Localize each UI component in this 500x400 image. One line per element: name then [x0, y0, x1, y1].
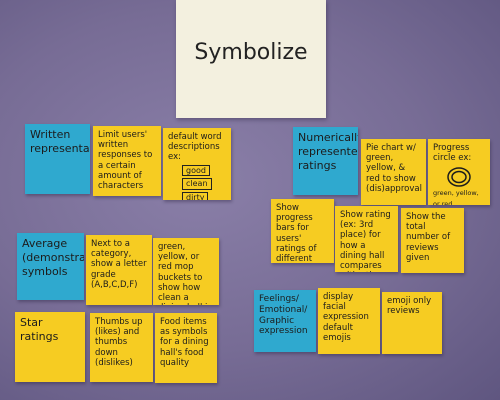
- note-text: Next to a category, show a letter grade …: [91, 239, 147, 290]
- word-box-clean: clean: [182, 178, 212, 190]
- note-show-rating: Show rating (ex: 3rd place) for how a di…: [335, 206, 398, 272]
- note-emoji-reviews: emoji only reviews: [382, 292, 442, 354]
- note-thumbs: Thumbs up (likes) and thumbs down (disli…: [90, 313, 153, 382]
- note-text: default word descriptions ex:: [168, 132, 222, 163]
- note-text: Pie chart w/ green, yellow, & red to sho…: [366, 143, 422, 194]
- note-text: Average (demonstrating) symbols: [22, 237, 84, 278]
- note-mop-buckets: green, yellow, or red mop buckets to sho…: [153, 238, 219, 305]
- note-text: Show rating (ex: 3rd place) for how a di…: [340, 210, 391, 272]
- note-numerically-represented: Numerically represented ratings: [293, 127, 358, 195]
- note-star-ratings: Star ratings: [15, 312, 85, 382]
- note-pie-chart: Pie chart w/ green, yellow, & red to sho…: [361, 139, 426, 205]
- note-text: Limit users' written responses to a cert…: [98, 130, 153, 191]
- note-text: Show progress bars for users' ratings of…: [276, 203, 317, 263]
- note-text: Written representations: [30, 128, 90, 155]
- page-title: Symbolize: [194, 39, 308, 65]
- note-text: emoji only reviews: [387, 296, 432, 317]
- note-text: green, yellow, or red mop buckets to sho…: [158, 242, 212, 305]
- note-text: green, yellow, or red: [433, 189, 479, 205]
- note-text: Show the total number of reviews given: [406, 212, 451, 263]
- title-note: Symbolize: [176, 0, 326, 118]
- note-facial-emojis: display facial expression default emojis: [318, 288, 380, 354]
- note-progress-bars: Show progress bars for users' ratings of…: [271, 199, 334, 263]
- note-text: Numerically represented ratings: [298, 131, 358, 172]
- note-total-reviews: Show the total number of reviews given: [401, 208, 464, 273]
- note-written-representations: Written representations: [25, 124, 90, 194]
- note-text: display facial expression default emojis: [323, 292, 369, 343]
- note-feelings: Feelings/ Emotional/ Graphic expression: [254, 290, 316, 352]
- note-text: Feelings/ Emotional/ Graphic expression: [259, 294, 308, 337]
- note-limit-characters: Limit users' written responses to a cert…: [93, 126, 161, 196]
- note-default-descriptions: default word descriptions ex: good clean…: [163, 128, 231, 200]
- note-text: Progress circle ex:: [433, 143, 472, 164]
- progress-circle-sketch: [433, 166, 485, 188]
- note-food-items: Food items as symbols for a dining hall'…: [155, 313, 217, 383]
- note-letter-grade: Next to a category, show a letter grade …: [86, 235, 152, 305]
- note-average-symbols: Average (demonstrating) symbols: [17, 233, 84, 300]
- note-text: Thumbs up (likes) and thumbs down (disli…: [95, 317, 143, 368]
- note-text: Star ratings: [20, 316, 59, 343]
- note-progress-circle: Progress circle ex: green, yellow, or re…: [428, 139, 490, 205]
- word-box-good: good: [182, 164, 210, 177]
- note-text: Food items as symbols for a dining hall'…: [160, 317, 209, 368]
- progress-circle-icon: [447, 167, 471, 188]
- word-box-dirty: dirty: [182, 191, 209, 200]
